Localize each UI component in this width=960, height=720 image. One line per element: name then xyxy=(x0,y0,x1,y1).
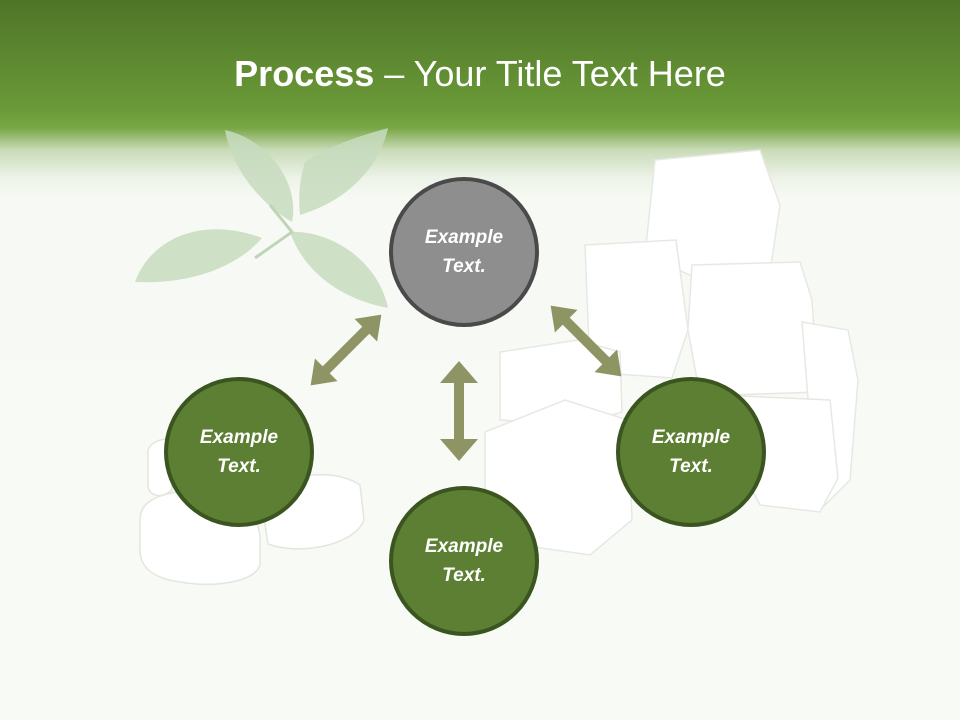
circle-left-text: Example Text. xyxy=(199,427,279,477)
circle-bottom: Example Text. xyxy=(389,486,539,636)
arrow-group xyxy=(310,305,622,461)
arrow-top-right xyxy=(550,305,622,377)
arrow-vertical xyxy=(440,361,478,461)
circle-right-text: Example Text. xyxy=(651,427,731,477)
leaf-illustration xyxy=(135,128,388,308)
circle-right: Example Text. xyxy=(616,377,766,527)
arrow-left-top xyxy=(310,314,382,386)
slide-title: Process – Your Title Text Here xyxy=(0,52,960,96)
circle-top: Example Text. xyxy=(389,177,539,327)
circle-left: Example Text. xyxy=(164,377,314,527)
circle-top-text: Example Text. xyxy=(424,227,504,277)
circle-bottom-text: Example Text. xyxy=(424,536,504,586)
sugar-cube-illustration xyxy=(484,149,859,556)
title-bold: Process xyxy=(234,53,375,94)
title-rest: – Your Title Text Here xyxy=(374,53,726,94)
